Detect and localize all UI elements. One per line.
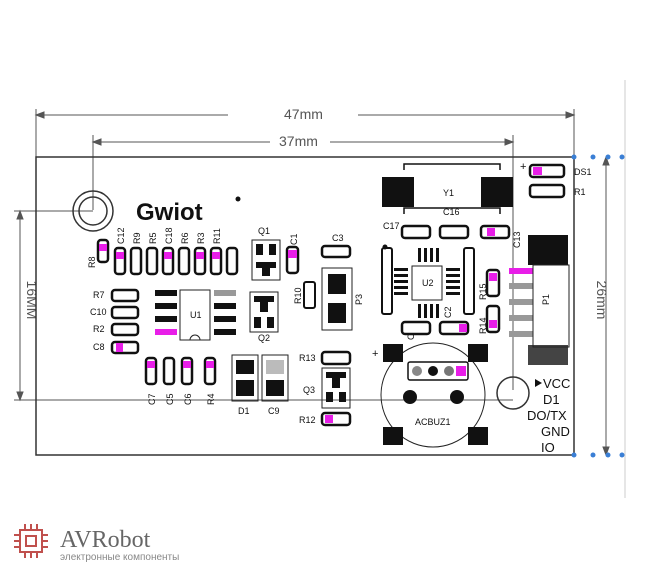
dim-height: 26mm: [594, 281, 610, 320]
dimension-lines: [14, 80, 626, 498]
dim-label-bg: [270, 130, 330, 150]
label-C18: C18: [164, 227, 174, 244]
svg-text:ACBUZ1: ACBUZ1: [415, 417, 451, 427]
U1-chip: U1: [155, 289, 236, 341]
svg-text:C2: C2: [443, 306, 453, 318]
mounting-hole-right: [496, 376, 530, 410]
svg-text:C5: C5: [165, 393, 175, 405]
svg-text:U2: U2: [422, 278, 434, 288]
C1-pad: C1: [285, 233, 300, 275]
dim-inner-width: 37mm: [279, 133, 318, 149]
top-row-labels: R8 C12 R9 R5 C18 R6 R3 R11: [87, 227, 222, 268]
watermark-tagline: электронные компоненты: [60, 552, 179, 563]
svg-text:R12: R12: [299, 415, 316, 425]
mounting-hole-left: [72, 190, 114, 232]
R10-pad: R10: [293, 281, 316, 309]
label-C12: C12: [116, 227, 126, 244]
svg-text:C16: C16: [443, 207, 460, 217]
label-C10: C10: [90, 307, 107, 317]
svg-text:Y1: Y1: [443, 188, 454, 198]
ACBUZ1-buzzer: + ACBUZ1: [372, 342, 488, 448]
C9-capacitor: C9: [261, 354, 289, 416]
label-R8: R8: [87, 256, 97, 268]
pin-d1: D1: [543, 392, 560, 407]
dim-hole-spacing: 16MM: [24, 281, 40, 320]
svg-text:C13: C13: [512, 231, 522, 248]
pin-labels: VCC D1 DO/TX GND IO: [527, 376, 570, 455]
P1-connector: P1: [509, 235, 570, 365]
dim-total-width: 47mm: [284, 106, 323, 122]
svg-text:P3: P3: [354, 294, 364, 305]
brand-logo: Gwiot: [136, 199, 203, 226]
left-column-pads: [110, 288, 140, 355]
label-R6: R6: [180, 232, 190, 244]
Y1-crystal: Y1 C16: [382, 163, 513, 217]
svg-text:C6: C6: [183, 393, 193, 405]
svg-text:C9: C9: [268, 406, 280, 416]
left-column-labels: R7 C10 R2 C8: [90, 290, 107, 352]
svg-text:C3: C3: [332, 233, 344, 243]
label-R5: R5: [148, 232, 158, 244]
chip-logo-icon: [14, 524, 48, 558]
svg-text:Q3: Q3: [303, 385, 315, 395]
svg-text:R13: R13: [299, 353, 316, 363]
label-C8: C8: [93, 342, 105, 352]
svg-text:R15: R15: [478, 283, 488, 300]
svg-text:P1: P1: [541, 294, 551, 305]
pin-vcc: VCC: [543, 376, 570, 391]
P3-connector: P3: [321, 267, 364, 331]
svg-text:R4: R4: [206, 393, 216, 405]
pin-gnd: GND: [541, 424, 570, 439]
svg-text:R10: R10: [293, 287, 303, 304]
label-R7: R7: [93, 290, 105, 300]
Q3-area: R13 Q3 R12: [299, 350, 352, 427]
board-outline: [35, 156, 575, 456]
watermark-name: AVRobot: [60, 527, 151, 553]
svg-text:C7: C7: [147, 393, 157, 405]
svg-text:DS1: DS1: [574, 167, 592, 177]
dim-label-bg: [228, 104, 358, 124]
svg-text:R14: R14: [478, 317, 488, 334]
pin-io: IO: [541, 440, 555, 455]
svg-text:U1: U1: [190, 310, 202, 320]
D1-diode: D1: [231, 354, 259, 416]
DS1-R1: DS1 R1: [528, 163, 592, 199]
top-row-pads: [96, 238, 239, 276]
svg-text:D1: D1: [238, 406, 250, 416]
bottom-row-labels: C7 C5 C6 R4: [147, 393, 216, 405]
Q1-transistor: Q1: [251, 226, 281, 281]
pin-do-tx: DO/TX: [527, 408, 567, 423]
svg-text:Q1: Q1: [258, 226, 270, 236]
bottom-row-pads: [144, 356, 217, 386]
corner-markers: [571, 154, 625, 458]
label-R9: R9: [132, 232, 142, 244]
label-R3: R3: [196, 232, 206, 244]
label-R11: R11: [212, 228, 222, 244]
Q2-transistor: Q2: [249, 291, 279, 343]
svg-text:C1: C1: [289, 233, 299, 245]
plus-sign-top: +: [520, 161, 526, 173]
plus-sign-buzzer: +: [372, 348, 378, 360]
U2-area: C17 C13 U2 C4 C2 R15 R14: [381, 221, 522, 340]
svg-text:C17: C17: [383, 221, 400, 231]
svg-text:Q2: Q2: [258, 333, 270, 343]
svg-text:R1: R1: [574, 187, 586, 197]
C3-pad: C3: [320, 233, 352, 259]
label-R2: R2: [93, 324, 105, 334]
avrobot-watermark: AVRobot электронные компоненты: [14, 524, 179, 563]
